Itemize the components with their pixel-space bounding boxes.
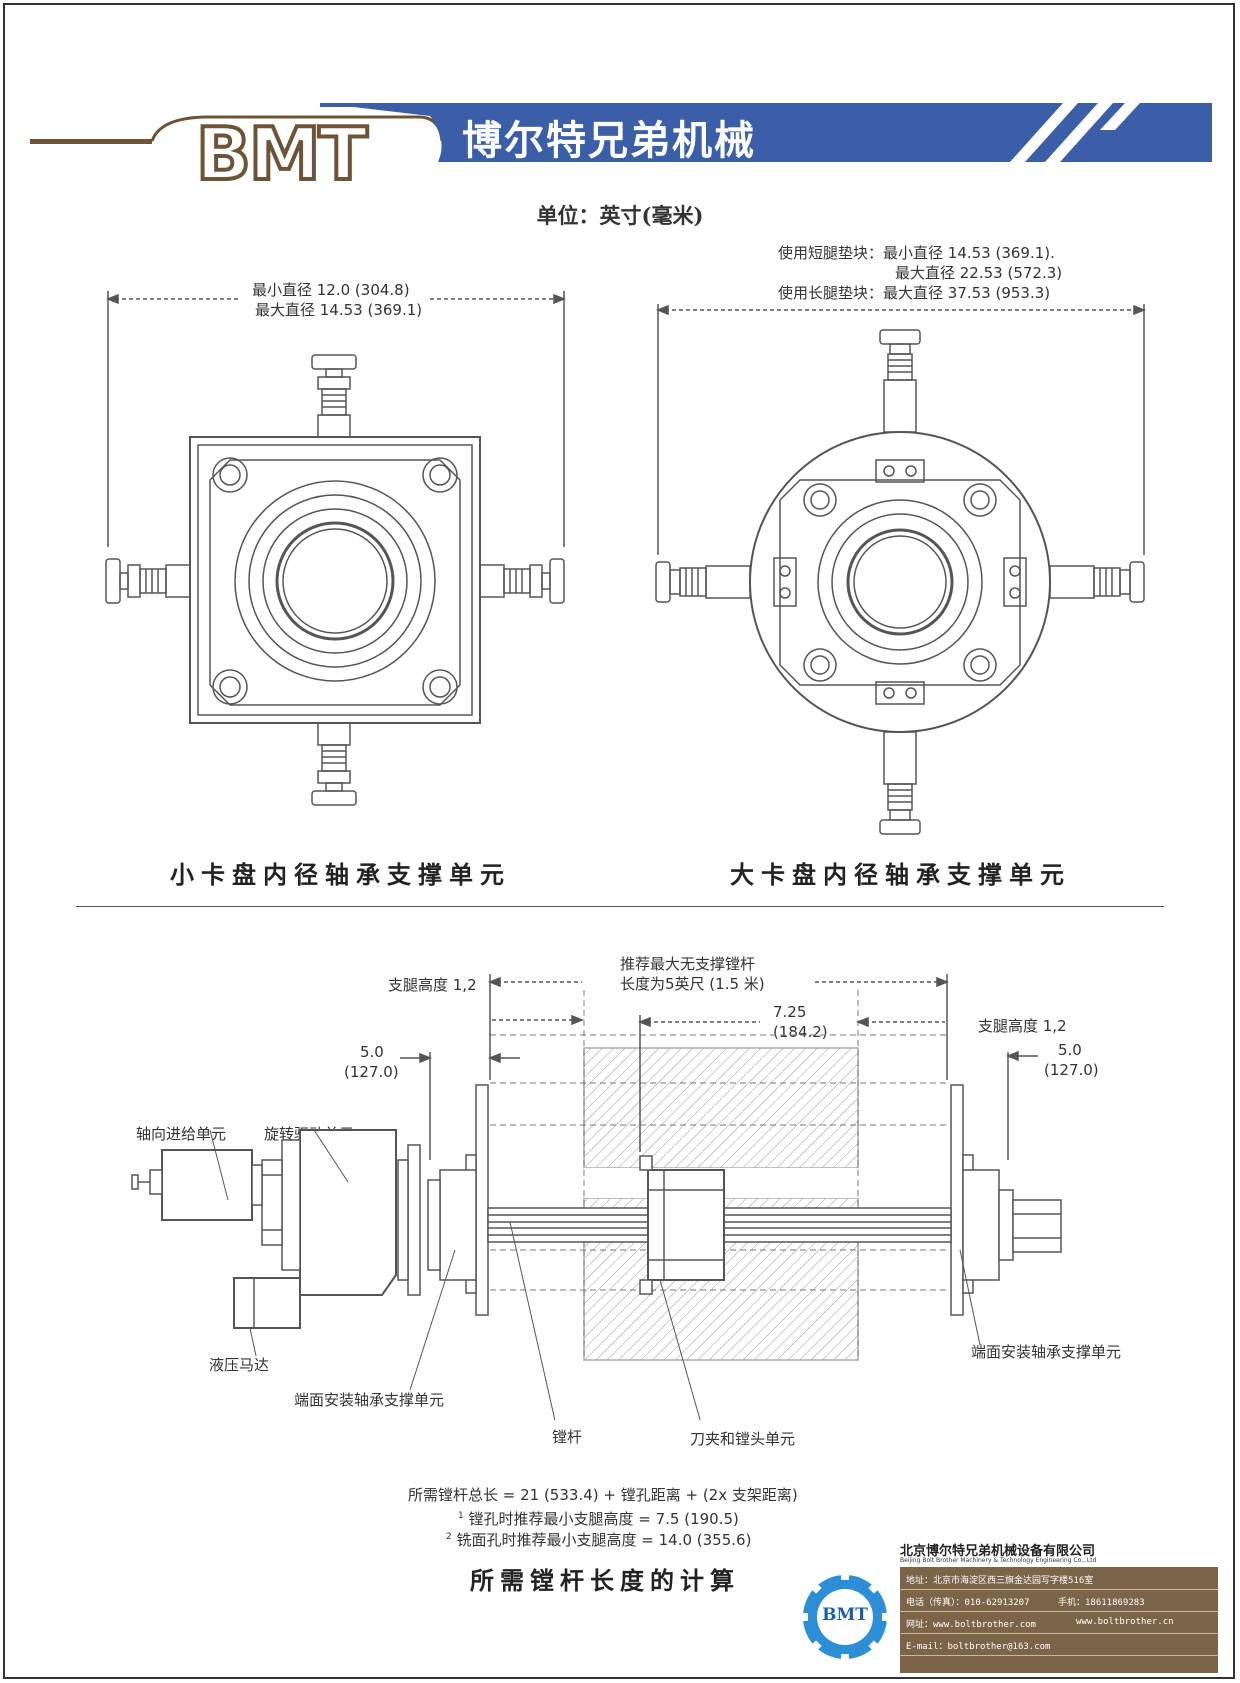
formula-line-2: 1 镗孔时推荐最小支腿高度 = 7.5 (190.5) [458, 1506, 739, 1530]
small-unit-drawing [105, 291, 567, 806]
footer-phone: 电话（传真）：010-62913207 [906, 1598, 1030, 1608]
formula-line-1: 所需镗杆总长 = 21 (533.4) + 镗孔距离 + (2x 支架距离) [408, 1486, 798, 1504]
company-title: 博尔特兄弟机械 [462, 117, 756, 164]
hydraulic-motor-label: 液压马达 [209, 1356, 270, 1374]
info-divider [900, 1611, 1218, 1612]
small-unit-caption: 小卡盘内径轴承支撑单元 [170, 860, 511, 889]
large-short-leg-2: 最大直径 22.53 (572.3) [895, 264, 1063, 282]
header-graphic [30, 103, 1212, 162]
boring-bar-drawing [131, 974, 1062, 1420]
face-bearing-left-label: 端面安装轴承支撑单元 [294, 1391, 445, 1409]
footer-logo-badge [800, 1572, 890, 1662]
large-unit-caption: 大卡盘内径轴承支撑单元 [730, 860, 1071, 889]
small-max-dia: 最大直径 14.53 (369.1) [255, 301, 423, 319]
axial-feed-label: 轴向进给单元 [136, 1125, 227, 1143]
footer-address: 地址：北京市海淀区西三旗金达园写字楼516室 [906, 1576, 1094, 1586]
small-min-dia: 最小直径 12.0 (304.8) [252, 281, 410, 299]
formula-caption: 所需镗杆长度的计算 [470, 1566, 740, 1595]
footer-company-en: Beijing Bolt Brother Machinery & Technol… [900, 1557, 1097, 1564]
formula-line-2-text: 镗孔时推荐最小支腿高度 = 7.5 (190.5) [463, 1510, 739, 1528]
tool-holder-label: 刀夹和镗头单元 [690, 1430, 796, 1448]
boring-bar-label: 镗杆 [552, 1428, 583, 1446]
info-divider [900, 1633, 1218, 1634]
max-bar-label-2: 长度为5英尺 (1.5 米) [620, 975, 765, 993]
dim-1270-right: (127.0) [1044, 1061, 1099, 1079]
info-divider [900, 1655, 1218, 1656]
dim-50-right: 5.0 [1058, 1041, 1082, 1059]
footer-website-2[interactable]: www.boltbrother.cn [1076, 1617, 1174, 1627]
formula-line-3-text: 铣面孔时推荐最小支腿高度 = 14.0 (355.6) [451, 1531, 752, 1549]
footer-contact-box: 地址：北京市海淀区西三旗金达园写字楼516室 电话（传真）：010-629132… [900, 1567, 1218, 1673]
footer-company-cn: 北京博尔特兄弟机械设备有限公司 [900, 1544, 1096, 1559]
formula-line-3: 2 铣面孔时推荐最小支腿高度 = 14.0 (355.6) [446, 1527, 751, 1551]
face-bearing-right-label: 端面安装轴承支撑单元 [971, 1343, 1122, 1361]
leg-height-right: 支腿高度 1,2 [978, 1017, 1067, 1035]
header-line [30, 139, 152, 144]
footnote-2: 2 [446, 1532, 452, 1542]
dim-1270-left: (127.0) [344, 1063, 399, 1081]
footer-logo-text: BMT [822, 1605, 868, 1625]
page-frame [3, 3, 1235, 1679]
unit-label: 单位：英寸(毫米) [536, 203, 704, 228]
footer-mobile: 手机：18611869283 [1058, 1598, 1145, 1608]
max-bar-label-1: 推荐最大无支撑镗杆 [620, 955, 756, 973]
footer-website[interactable]: 网址：www.boltbrother.com [906, 1620, 1036, 1630]
large-short-leg-1: 使用短腿垫块：最小直径 14.53 (369.1). [778, 244, 1055, 262]
leg-height-left: 支腿高度 1,2 [388, 976, 477, 994]
banner-slashes [1010, 103, 1140, 162]
bmt-logo: BMT [194, 112, 370, 196]
large-long-leg: 使用长腿垫块：最大直径 37.53 (953.3) [778, 284, 1051, 302]
dim-1842: (184.2) [773, 1023, 828, 1041]
header-banner [320, 103, 1212, 162]
info-divider [900, 1589, 1218, 1590]
workpiece-top [583, 1047, 859, 1169]
dim-725: 7.25 [773, 1003, 807, 1021]
footnote-1: 1 [458, 1511, 464, 1521]
large-unit-drawing [655, 304, 1147, 835]
section-divider [76, 906, 1164, 907]
dim-50-left: 5.0 [360, 1043, 384, 1061]
footer-email[interactable]: E-mail：boltbrother@163.com [906, 1642, 1051, 1652]
